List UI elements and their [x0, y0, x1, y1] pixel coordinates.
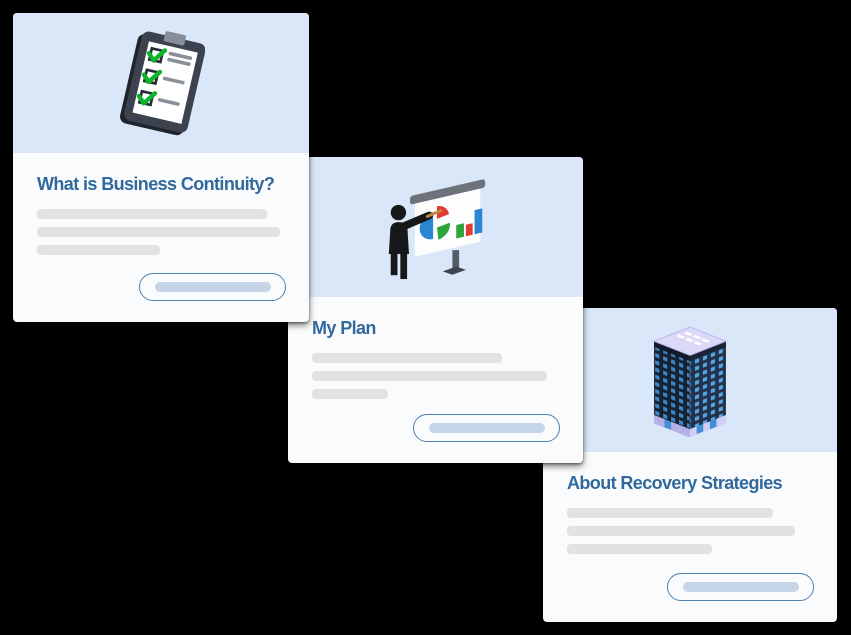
button-label-placeholder [154, 282, 271, 292]
card-action-button[interactable] [667, 573, 814, 601]
card-title: About Recovery Strategies [567, 473, 783, 493]
card-title: What is Business Continuity? [37, 174, 275, 194]
clipboard-checklist-icon [119, 31, 205, 136]
card-header [288, 157, 583, 297]
card-about-recovery-strategies[interactable]: About Recovery Strategies [543, 308, 837, 622]
card-what-is-business-continuity[interactable]: What is Business Continuity? [13, 13, 309, 322]
text-placeholder-line [37, 209, 267, 219]
card-header [543, 308, 837, 452]
card-header [13, 13, 309, 153]
text-placeholder-line [37, 227, 280, 237]
text-placeholder-line [312, 389, 388, 399]
card-body: About Recovery Strategies [543, 452, 837, 622]
text-placeholder-line [567, 508, 773, 518]
button-label-placeholder [682, 582, 799, 592]
text-placeholder-line [37, 245, 160, 255]
text-placeholder-line [312, 353, 502, 363]
card-action-button[interactable] [139, 273, 286, 301]
card-action-button[interactable] [413, 414, 560, 442]
card-body: My Plan [288, 297, 583, 463]
text-placeholder-line [567, 526, 795, 536]
card-title: My Plan [312, 318, 376, 338]
text-placeholder-line [312, 371, 547, 381]
button-label-placeholder [428, 423, 545, 433]
presentation-chart-icon [388, 179, 485, 280]
text-placeholder-line [567, 544, 712, 554]
office-building-icon [652, 326, 728, 438]
card-body: What is Business Continuity? [13, 153, 309, 322]
card-my-plan[interactable]: My Plan [288, 157, 583, 463]
